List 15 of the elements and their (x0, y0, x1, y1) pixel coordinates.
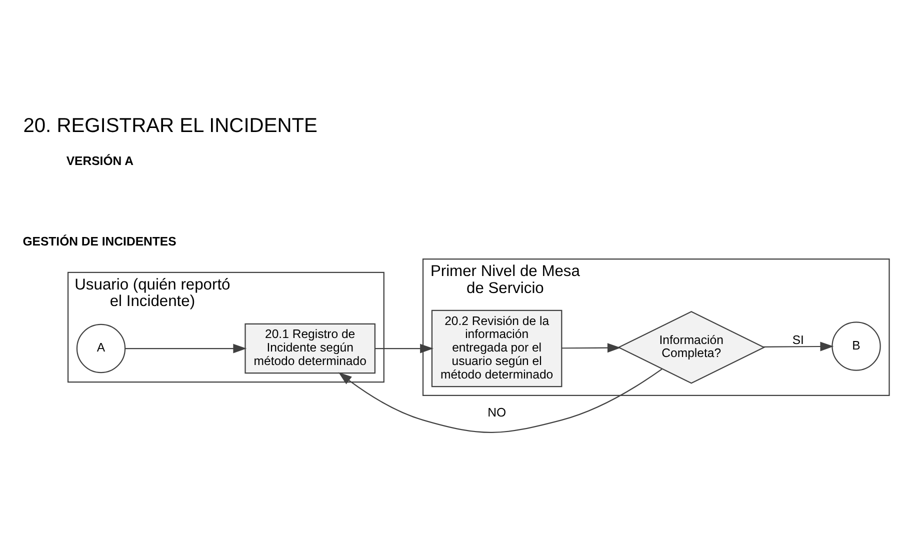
arrow (562, 343, 621, 353)
node-circle: B (832, 322, 881, 371)
node-box: 20.2 Revisión de la información entregada por el usuario según el método determinado (431, 310, 562, 388)
arrow (375, 344, 434, 354)
arrow (763, 342, 834, 352)
node-diamond: Información Completa? (617, 310, 766, 384)
arrow (338, 368, 662, 433)
edge-label: SI (792, 332, 804, 347)
label: VERSIÓN A (66, 154, 134, 168)
node-box: 20.1 Registro de Incidente según método determinado (244, 323, 376, 374)
arrow (125, 344, 247, 354)
node-circle: A (76, 324, 126, 374)
label: GESTIÓN DE INCIDENTES (22, 234, 176, 248)
diagram-title: 20. REGISTRAR EL INCIDENTE (23, 115, 318, 138)
edge-label: NO (488, 405, 506, 420)
